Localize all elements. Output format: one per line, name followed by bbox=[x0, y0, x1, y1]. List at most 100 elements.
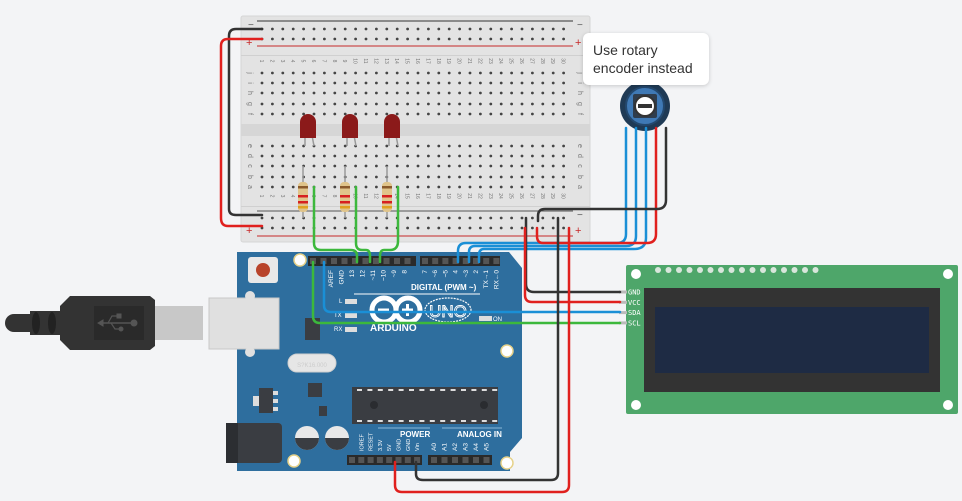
arduino-uno[interactable]: S?K16.000 UNO ARDUINO DIGI bbox=[208, 252, 522, 471]
terminal-hole[interactable] bbox=[458, 164, 461, 168]
rail-hole[interactable] bbox=[468, 226, 472, 230]
terminal-hole[interactable] bbox=[312, 81, 316, 85]
terminal-hole[interactable] bbox=[447, 185, 451, 189]
terminal-hole[interactable] bbox=[302, 154, 305, 158]
terminal-hole[interactable] bbox=[468, 102, 472, 106]
rail-hole[interactable] bbox=[468, 37, 472, 41]
terminal-hole[interactable] bbox=[520, 185, 524, 189]
terminal-hole[interactable] bbox=[531, 144, 534, 148]
rail-hole[interactable] bbox=[551, 226, 555, 230]
terminal-hole[interactable] bbox=[281, 71, 285, 75]
terminal-hole[interactable] bbox=[271, 185, 274, 189]
terminal-hole[interactable] bbox=[510, 154, 513, 158]
rail-hole[interactable] bbox=[520, 27, 524, 31]
rail-hole[interactable] bbox=[531, 37, 534, 41]
terminal-hole[interactable] bbox=[375, 102, 378, 106]
terminal-hole[interactable] bbox=[385, 154, 389, 158]
rail-hole[interactable] bbox=[447, 226, 451, 230]
terminal-hole[interactable] bbox=[551, 71, 555, 75]
lcd-pin-lead[interactable] bbox=[619, 300, 627, 304]
terminal-hole[interactable] bbox=[406, 185, 409, 189]
terminal-hole[interactable] bbox=[489, 102, 493, 106]
rail-hole[interactable] bbox=[458, 37, 461, 41]
terminal-hole[interactable] bbox=[510, 175, 513, 179]
rail-hole[interactable] bbox=[333, 216, 337, 220]
terminal-hole[interactable] bbox=[281, 102, 285, 106]
terminal-hole[interactable] bbox=[520, 112, 524, 116]
terminal-hole[interactable] bbox=[343, 71, 347, 75]
terminal-hole[interactable] bbox=[447, 175, 451, 179]
header-pin[interactable] bbox=[404, 457, 411, 463]
rail-hole[interactable] bbox=[406, 216, 409, 220]
terminal-hole[interactable] bbox=[531, 102, 534, 106]
rail-hole[interactable] bbox=[312, 37, 316, 41]
terminal-hole[interactable] bbox=[406, 91, 409, 95]
header-pin[interactable] bbox=[483, 457, 490, 463]
rail-hole[interactable] bbox=[499, 27, 503, 31]
terminal-hole[interactable] bbox=[447, 144, 451, 148]
terminal-hole[interactable] bbox=[427, 144, 430, 148]
terminal-hole[interactable] bbox=[364, 175, 368, 179]
header-pin[interactable] bbox=[441, 457, 448, 463]
terminal-hole[interactable] bbox=[562, 91, 565, 95]
rail-hole[interactable] bbox=[364, 226, 368, 230]
terminal-hole[interactable] bbox=[271, 71, 274, 75]
terminal-hole[interactable] bbox=[260, 175, 264, 179]
terminal-hole[interactable] bbox=[416, 154, 420, 158]
terminal-hole[interactable] bbox=[364, 164, 368, 168]
terminal-hole[interactable] bbox=[479, 175, 482, 179]
terminal-hole[interactable] bbox=[562, 71, 565, 75]
terminal-hole[interactable] bbox=[510, 112, 513, 116]
terminal-hole[interactable] bbox=[562, 185, 565, 189]
terminal-hole[interactable] bbox=[468, 71, 472, 75]
rail-hole[interactable] bbox=[323, 226, 326, 230]
terminal-hole[interactable] bbox=[562, 164, 565, 168]
rail-hole[interactable] bbox=[541, 226, 545, 230]
terminal-hole[interactable] bbox=[323, 144, 326, 148]
terminal-hole[interactable] bbox=[437, 102, 441, 106]
terminal-hole[interactable] bbox=[510, 102, 513, 106]
terminal-hole[interactable] bbox=[520, 91, 524, 95]
header-pin[interactable] bbox=[349, 457, 355, 463]
rail-hole[interactable] bbox=[271, 37, 274, 41]
terminal-hole[interactable] bbox=[468, 154, 472, 158]
wire-lcd-sda[interactable] bbox=[322, 260, 622, 314]
terminal-hole[interactable] bbox=[385, 91, 389, 95]
rail-hole[interactable] bbox=[291, 216, 295, 220]
rail-hole[interactable] bbox=[416, 27, 420, 31]
terminal-hole[interactable] bbox=[333, 81, 337, 85]
terminal-hole[interactable] bbox=[333, 164, 337, 168]
terminal-hole[interactable] bbox=[427, 112, 430, 116]
terminal-hole[interactable] bbox=[364, 102, 368, 106]
terminal-hole[interactable] bbox=[551, 154, 555, 158]
terminal-hole[interactable] bbox=[458, 144, 461, 148]
header-pin[interactable] bbox=[473, 457, 479, 463]
rail-hole[interactable] bbox=[562, 37, 565, 41]
terminal-hole[interactable] bbox=[364, 144, 368, 148]
wire-arduino-5v[interactable] bbox=[393, 226, 571, 494]
terminal-hole[interactable] bbox=[260, 71, 264, 75]
terminal-hole[interactable] bbox=[271, 175, 274, 179]
terminal-hole[interactable] bbox=[489, 81, 493, 85]
terminal-hole[interactable] bbox=[406, 154, 409, 158]
rail-hole[interactable] bbox=[437, 216, 441, 220]
terminal-hole[interactable] bbox=[510, 91, 513, 95]
terminal-hole[interactable] bbox=[520, 164, 524, 168]
terminal-hole[interactable] bbox=[260, 185, 264, 189]
rail-hole[interactable] bbox=[499, 216, 503, 220]
terminal-hole[interactable] bbox=[395, 112, 399, 116]
terminal-hole[interactable] bbox=[437, 91, 441, 95]
terminal-hole[interactable] bbox=[323, 91, 326, 95]
terminal-hole[interactable] bbox=[291, 91, 295, 95]
lcd-pin-lead[interactable] bbox=[619, 311, 627, 315]
terminal-hole[interactable] bbox=[437, 144, 441, 148]
terminal-hole[interactable] bbox=[416, 71, 420, 75]
rail-hole[interactable] bbox=[395, 27, 399, 31]
terminal-hole[interactable] bbox=[271, 112, 274, 116]
terminal-hole[interactable] bbox=[531, 175, 534, 179]
rail-hole[interactable] bbox=[385, 37, 389, 41]
terminal-hole[interactable] bbox=[260, 164, 264, 168]
terminal-hole[interactable] bbox=[531, 154, 534, 158]
rail-hole[interactable] bbox=[437, 27, 441, 31]
header-pin[interactable] bbox=[431, 457, 437, 463]
